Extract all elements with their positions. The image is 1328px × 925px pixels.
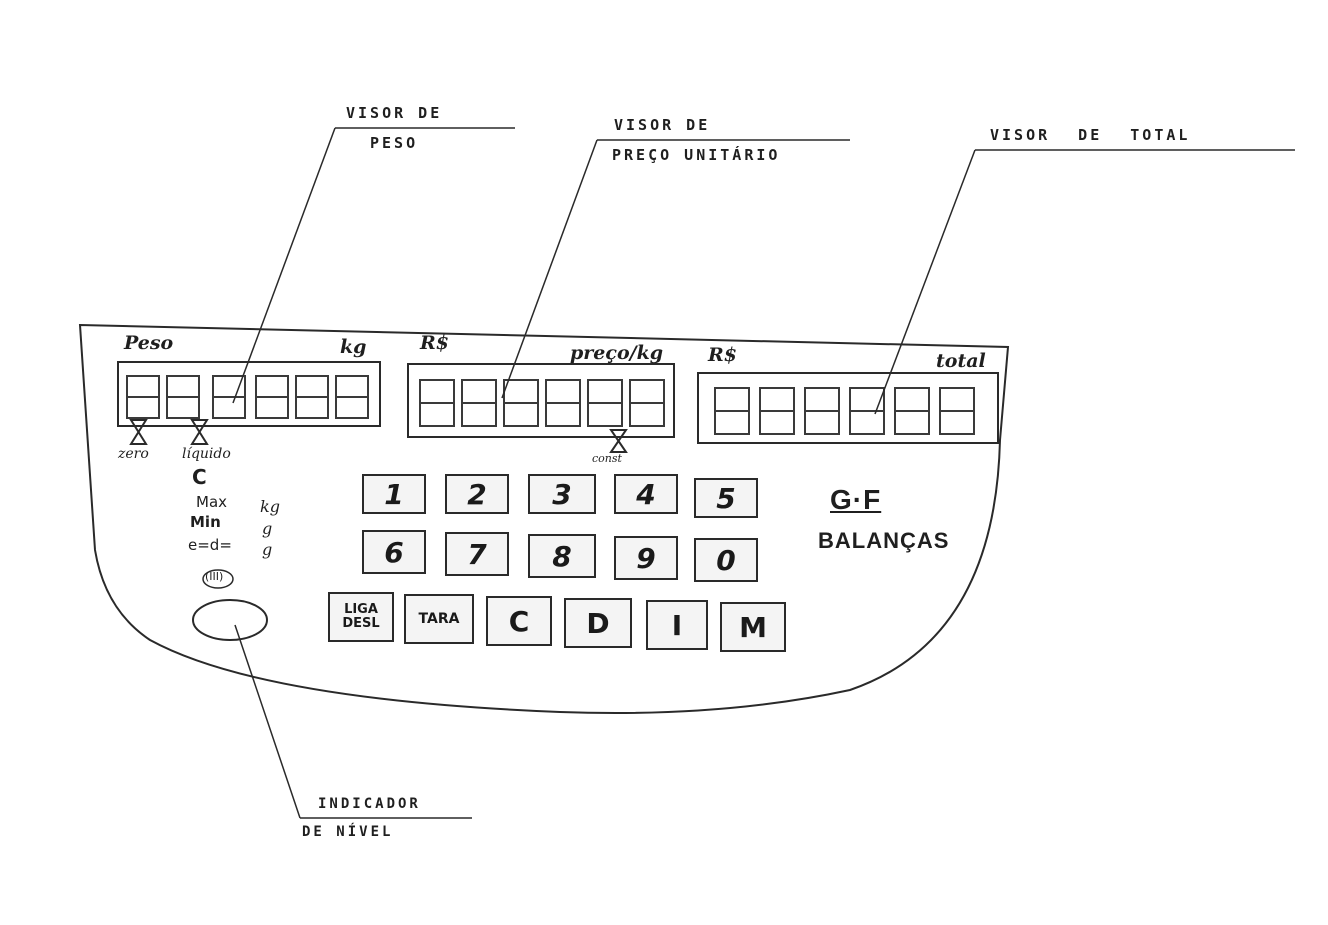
weight-panel-label: Peso [124, 332, 174, 354]
liquido-indicator-icon [190, 419, 209, 445]
key-5[interactable]: 5 [694, 478, 758, 518]
min-unit: g [262, 519, 273, 538]
total-display-window [697, 372, 999, 444]
weight-digits [126, 375, 369, 419]
zero-indicator-icon [129, 419, 148, 445]
min-label: Min [190, 513, 221, 531]
price-display-window [407, 363, 675, 438]
weight-unit-label: kg [340, 336, 367, 358]
weight-display-callout-line2: PESO [370, 134, 419, 152]
key-i[interactable]: I [646, 600, 708, 650]
brand-name: BALANÇAS [818, 528, 950, 553]
level-indicator-callout-line2: DE NÍVEL [302, 824, 394, 840]
key-1[interactable]: 1 [362, 474, 426, 514]
power-key[interactable]: LIGA DESL [328, 592, 394, 642]
key-2[interactable]: 2 [445, 474, 509, 514]
key-9[interactable]: 9 [614, 536, 678, 580]
class-badge-outline [202, 569, 234, 589]
tare-key[interactable]: TARA [404, 594, 474, 644]
key-0[interactable]: 0 [694, 538, 758, 582]
max-label: Max [196, 493, 228, 511]
e-label: e=d= [188, 536, 232, 554]
scale-body-outline [78, 323, 1010, 715]
zero-indicator-label: zero [118, 446, 149, 462]
key-7[interactable]: 7 [445, 532, 509, 576]
price-currency-label: R$ [420, 332, 450, 354]
key-c[interactable]: C [486, 596, 552, 646]
price-digits [419, 379, 665, 427]
total-currency-label: R$ [708, 344, 738, 366]
total-digits [714, 387, 975, 435]
total-display-callout: VISOR DE TOTAL [990, 126, 1191, 144]
price-display-callout-line1: VISOR DE [614, 116, 711, 134]
weight-display-window [117, 361, 381, 427]
brand-logo: G·F [830, 484, 882, 515]
key-8[interactable]: 8 [528, 534, 596, 578]
price-per-kg-label: preço/kg [570, 342, 664, 364]
key-d[interactable]: D [564, 598, 632, 648]
total-label: total [936, 350, 986, 372]
leader-lines [232, 127, 1295, 819]
key-m[interactable]: M [720, 602, 786, 652]
max-unit: kg [260, 497, 280, 516]
power-key-line1: LIGA [344, 602, 378, 617]
accuracy-class: C [192, 465, 207, 489]
level-indicator-callout-line1: INDICADOR [318, 796, 421, 812]
price-display-callout-line2: PREÇO UNITÁRIO [612, 146, 781, 164]
level-indicator-bubble [192, 599, 268, 641]
key-3[interactable]: 3 [528, 474, 596, 514]
const-indicator-label: const [592, 452, 622, 465]
weight-display-callout-line1: VISOR DE [346, 104, 443, 122]
class-badge: (III) [205, 570, 224, 583]
power-key-line2: DESL [342, 616, 380, 631]
e-unit: g [262, 540, 273, 559]
key-6[interactable]: 6 [362, 530, 426, 574]
key-4[interactable]: 4 [614, 474, 678, 514]
const-indicator-icon [609, 429, 628, 453]
liquido-indicator-label: líquido [182, 446, 231, 462]
